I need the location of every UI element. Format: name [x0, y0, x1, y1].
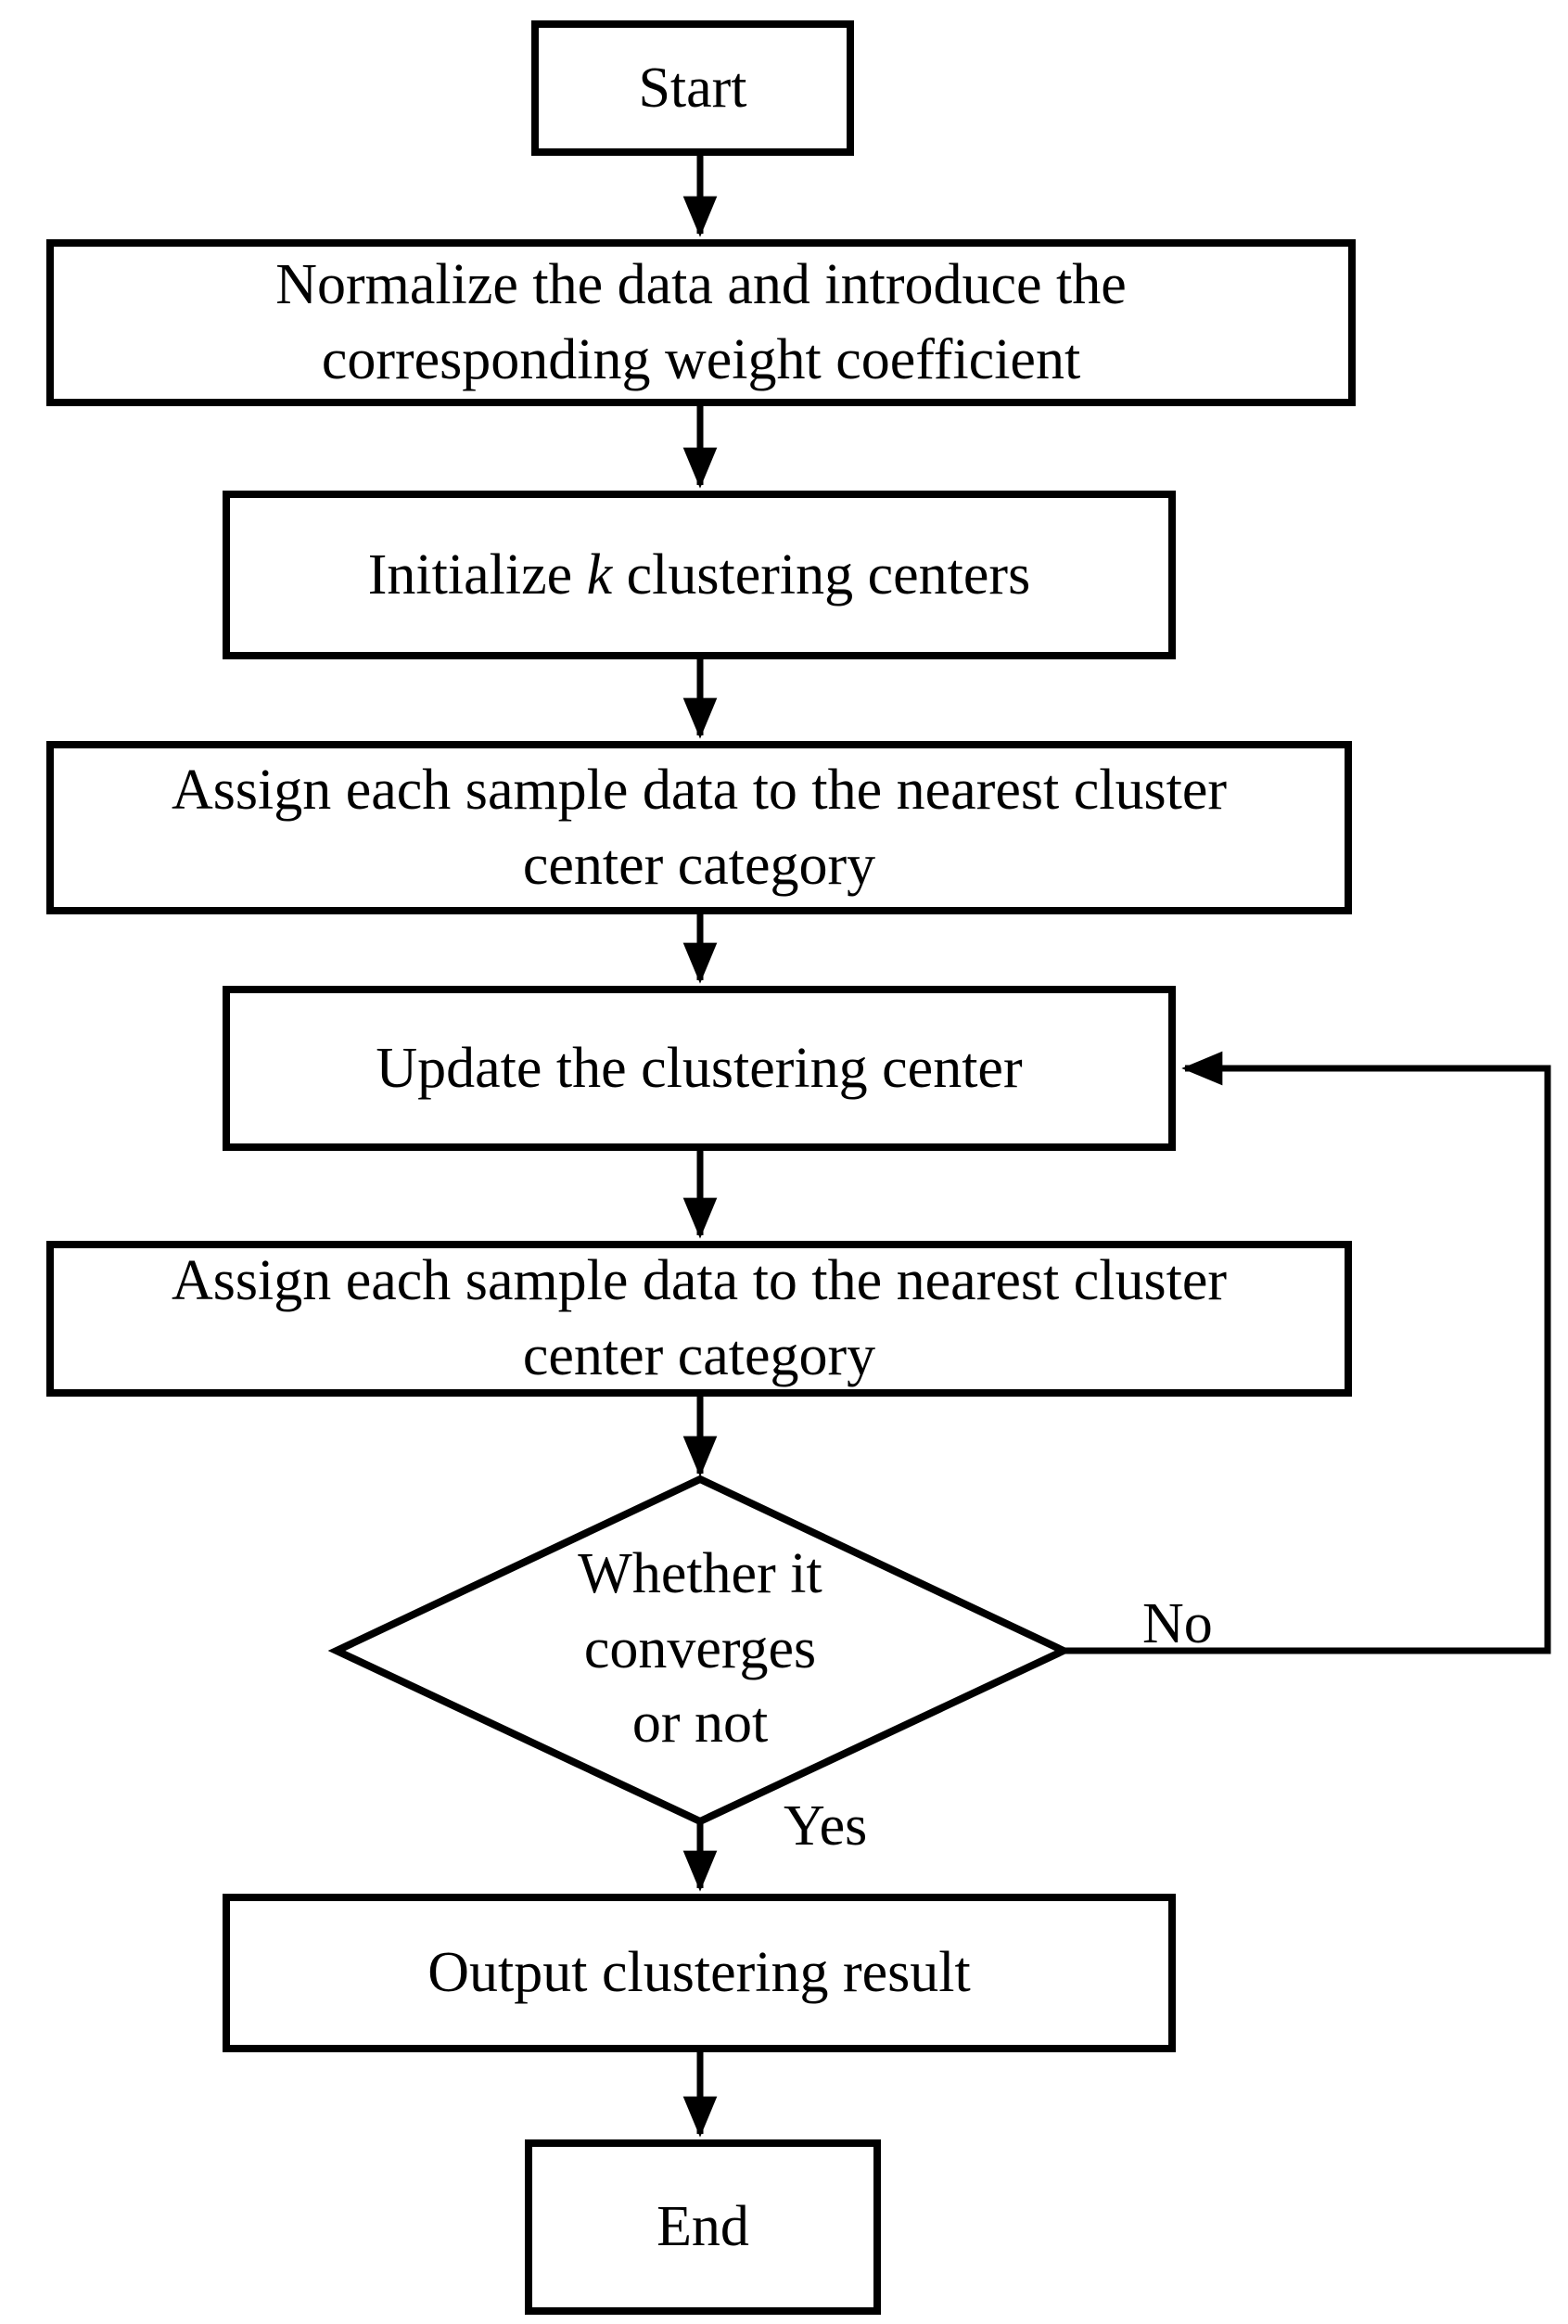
variable-k: k — [586, 543, 613, 607]
node-initialize-centers: Initialize k clustering centers — [223, 491, 1176, 659]
node-decision-line2: converges — [583, 1616, 817, 1680]
decision-diamond-shape — [327, 1475, 1073, 1826]
node-end-label: End — [657, 2195, 749, 2259]
node-assign2-line2: center category — [522, 1324, 876, 1387]
node-assign-samples-second: Assign each sample data to the nearest c… — [46, 1241, 1352, 1397]
node-normalize-data: Normalize the data and introduce the cor… — [46, 239, 1356, 406]
node-assign1-line2: center category — [522, 833, 876, 897]
node-update-center: Update the clustering center — [223, 986, 1176, 1151]
node-start-label: Start — [638, 56, 747, 120]
node-update-label: Update the clustering center — [376, 1036, 1023, 1100]
node-decision-line1: Whether it — [578, 1542, 822, 1606]
edge-label-yes: Yes — [784, 1794, 868, 1858]
node-output-label: Output clustering result — [427, 1941, 971, 2005]
node-decision-convergence: Whether it converges or not — [505, 1510, 895, 1788]
node-decision-line3: or not — [631, 1692, 769, 1756]
node-normalize-line1: Normalize the data and introduce the — [275, 253, 1127, 317]
node-start: Start — [531, 20, 854, 156]
node-end: End — [525, 2139, 881, 2315]
node-assign-samples-first: Assign each sample data to the nearest c… — [46, 741, 1352, 914]
node-output-result: Output clustering result — [223, 1894, 1176, 2052]
edge-label-no: No — [1142, 1592, 1213, 1655]
node-normalize-line2: corresponding weight coefficient — [321, 328, 1081, 391]
node-assign2-line1: Assign each sample data to the nearest c… — [172, 1249, 1227, 1313]
node-initialize-label: Initialize k clustering centers — [367, 543, 1031, 607]
edge-decision-no-loop-to-update — [1064, 1051, 1551, 1654]
node-assign1-line1: Assign each sample data to the nearest c… — [172, 758, 1227, 822]
